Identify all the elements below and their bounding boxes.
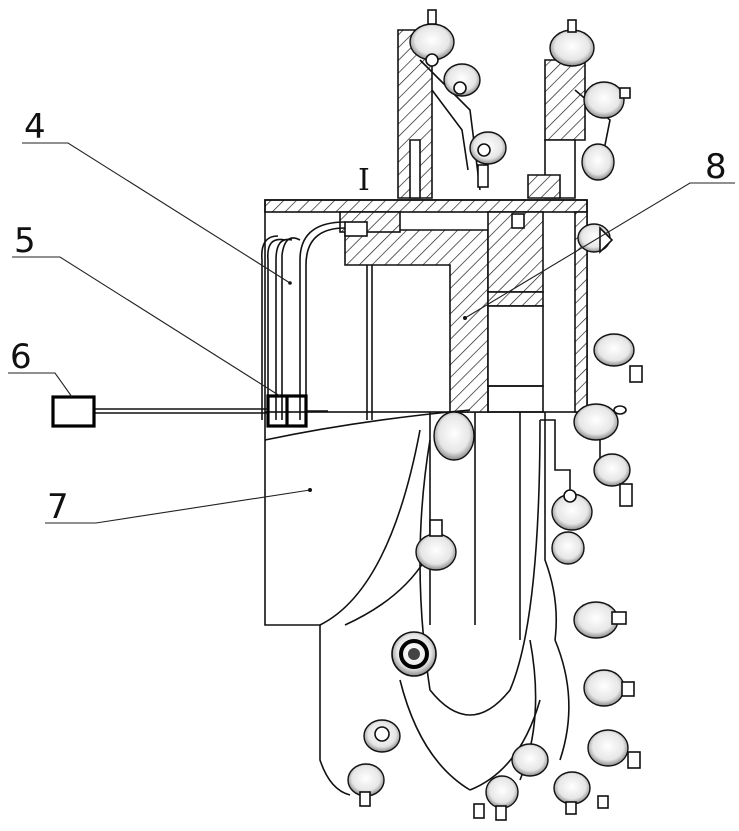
pick — [594, 454, 632, 506]
pick — [574, 602, 626, 638]
control-box — [53, 397, 94, 426]
callout-8: 8 — [705, 147, 727, 187]
pick — [444, 64, 480, 96]
pick — [364, 720, 400, 752]
callout-6: 6 — [10, 337, 32, 377]
pick — [584, 82, 630, 118]
pick — [416, 520, 456, 570]
pick — [588, 730, 640, 768]
pick — [474, 776, 518, 820]
lower-body — [265, 410, 600, 795]
cutter-picks — [348, 10, 642, 820]
pick — [434, 412, 474, 460]
pick — [578, 224, 612, 252]
callout-7: 7 — [47, 487, 69, 527]
pick — [594, 334, 642, 382]
pick — [470, 132, 506, 187]
pick — [582, 144, 614, 180]
sensor-assembly — [95, 396, 328, 426]
pick — [550, 20, 594, 66]
pick — [348, 764, 384, 806]
pick — [512, 744, 548, 776]
main-housing — [265, 200, 587, 420]
callout-4: 4 — [24, 107, 46, 147]
hoses — [262, 222, 345, 420]
pick — [584, 670, 634, 706]
pick — [552, 532, 584, 564]
section-mark: I — [358, 163, 370, 198]
pick — [574, 404, 626, 440]
pick — [554, 772, 608, 814]
pick — [392, 632, 436, 676]
pick — [552, 490, 592, 530]
callout-5: 5 — [14, 221, 36, 261]
